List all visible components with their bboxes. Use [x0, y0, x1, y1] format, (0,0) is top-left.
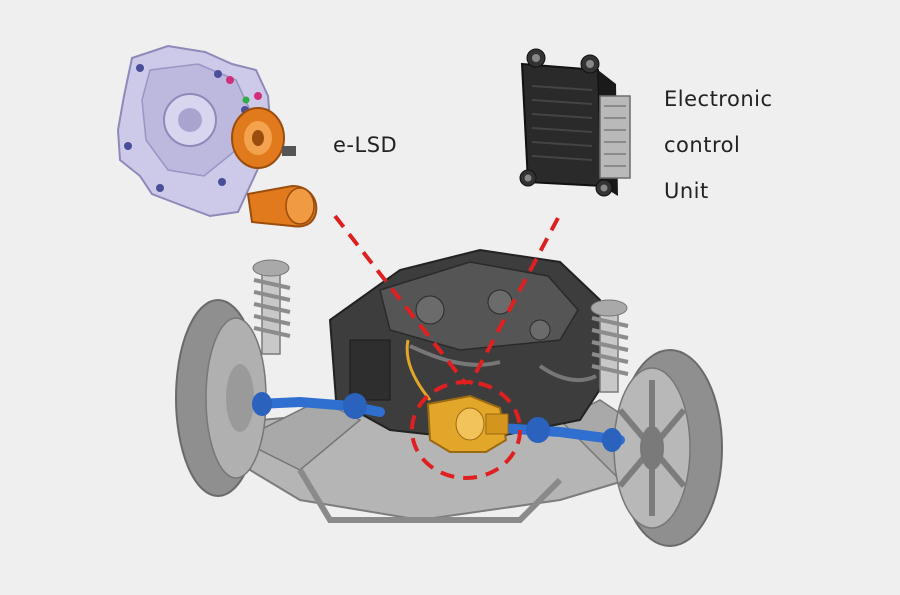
elsd-in-vehicle: [405, 339, 509, 453]
elsd-unit-illustration: [116, 44, 318, 228]
ecu-label-line2: control: [664, 133, 740, 157]
ecu-unit-illustration: [519, 48, 631, 197]
callout-lines: [333, 214, 560, 480]
ecu-label-line3: Unit: [664, 179, 709, 203]
drivetrain-chassis: [175, 248, 723, 547]
ecu-label-line1: Electronic: [664, 87, 773, 111]
elsd-label: e-LSD: [333, 133, 397, 157]
